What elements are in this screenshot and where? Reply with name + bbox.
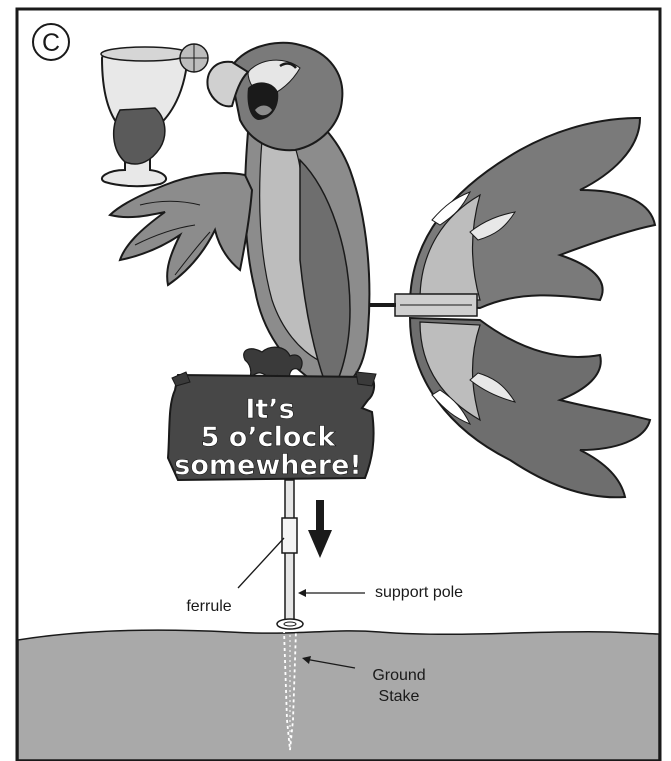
label-ground-stake-line2: Stake <box>379 688 420 705</box>
ferrule <box>282 518 297 553</box>
sign-line-1: It’s <box>245 394 294 425</box>
sign-board: It’s 5 o’clock somewhere! <box>168 372 376 481</box>
sign-line-3: somewhere! <box>174 450 361 481</box>
label-ground-stake-line1: Ground <box>372 667 425 684</box>
sign-line-2: 5 o’clock <box>201 422 337 453</box>
label-ferrule: ferrule <box>186 598 231 615</box>
label-support-pole: support pole <box>375 584 463 601</box>
ground-area <box>18 630 659 760</box>
step-label: C <box>33 24 69 60</box>
step-label-text: C <box>42 29 60 57</box>
